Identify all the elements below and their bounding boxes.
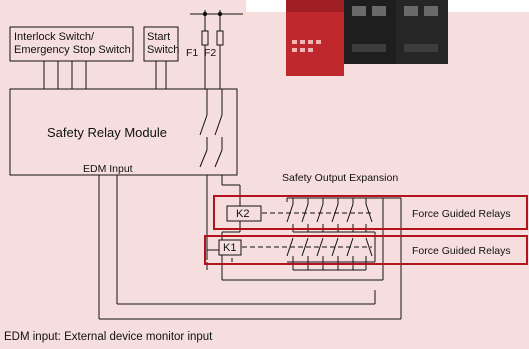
supply-lines — [190, 10, 243, 89]
expansion-label: Safety Output Expansion — [282, 172, 398, 184]
coil-k1 — [218, 239, 242, 256]
module-contacts — [199, 89, 223, 168]
switch-label-line2: Emergency Stop Switch — [14, 44, 131, 56]
relay-highlight-upper — [213, 195, 528, 230]
k2-contacts — [286, 198, 375, 233]
fuse-f2-label: F2 — [204, 47, 216, 59]
coil-k2 — [226, 205, 262, 222]
switch-wires — [43, 61, 167, 89]
switch-label-line1: Interlock Switch/ — [14, 31, 95, 43]
fuse-f2 — [216, 30, 224, 46]
start-switch-box — [143, 26, 179, 62]
switch-box — [9, 26, 134, 62]
start-label-line1: Start — [147, 31, 170, 43]
relays-upper-label: Force Guided Relays — [412, 208, 511, 220]
relays-lower-label: Force Guided Relays — [412, 245, 511, 257]
coil-k2-label: K2 — [236, 208, 249, 220]
relay-highlight-lower — [204, 235, 528, 265]
start-label-line2: Switch — [147, 44, 179, 56]
edm-loop — [98, 175, 402, 320]
fuse-f1-label: F1 — [186, 47, 198, 59]
safety-relay-module — [9, 88, 238, 176]
device-photo — [246, 0, 529, 76]
fuse-f1 — [201, 30, 209, 46]
module-label: Safety Relay Module — [47, 125, 167, 140]
coil-k1-label: K1 — [223, 242, 236, 254]
caption: EDM input: External device monitor input — [4, 331, 213, 343]
edm-input-label: EDM Input — [83, 163, 133, 175]
k1-contacts — [286, 237, 373, 271]
